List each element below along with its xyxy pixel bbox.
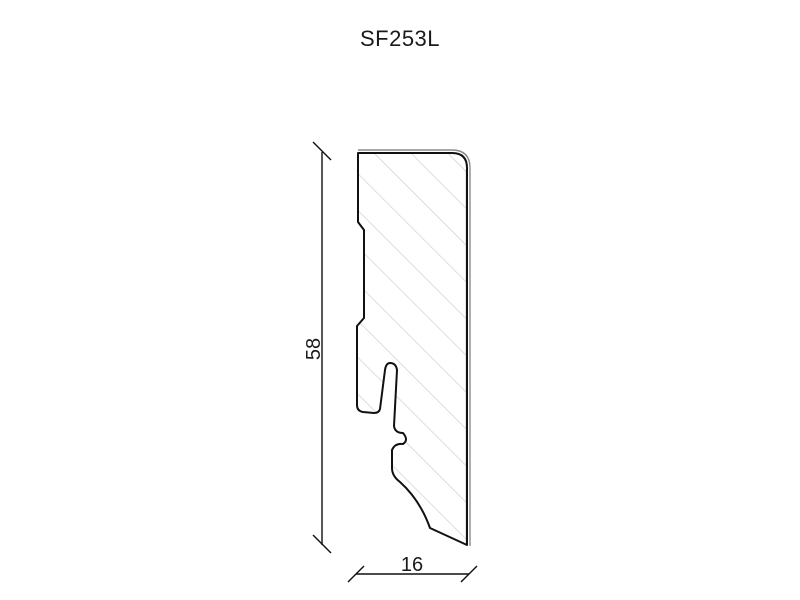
height-dimension-tick-bottom (312, 534, 332, 554)
width-dimension-tick-left (347, 565, 365, 583)
height-dimension: 58 (303, 141, 332, 554)
width-dimension-tick-right (460, 565, 478, 583)
height-dimension-tick-top (312, 141, 332, 161)
profile-title: SF253L (359, 26, 441, 51)
width-dimension: 16 (347, 554, 478, 583)
face-stripe (358, 149, 471, 546)
height-dimension-label: 58 (303, 338, 325, 360)
section-hatch (357, 152, 468, 545)
profile-outline (356, 152, 468, 546)
width-dimension-label: 16 (401, 554, 423, 576)
